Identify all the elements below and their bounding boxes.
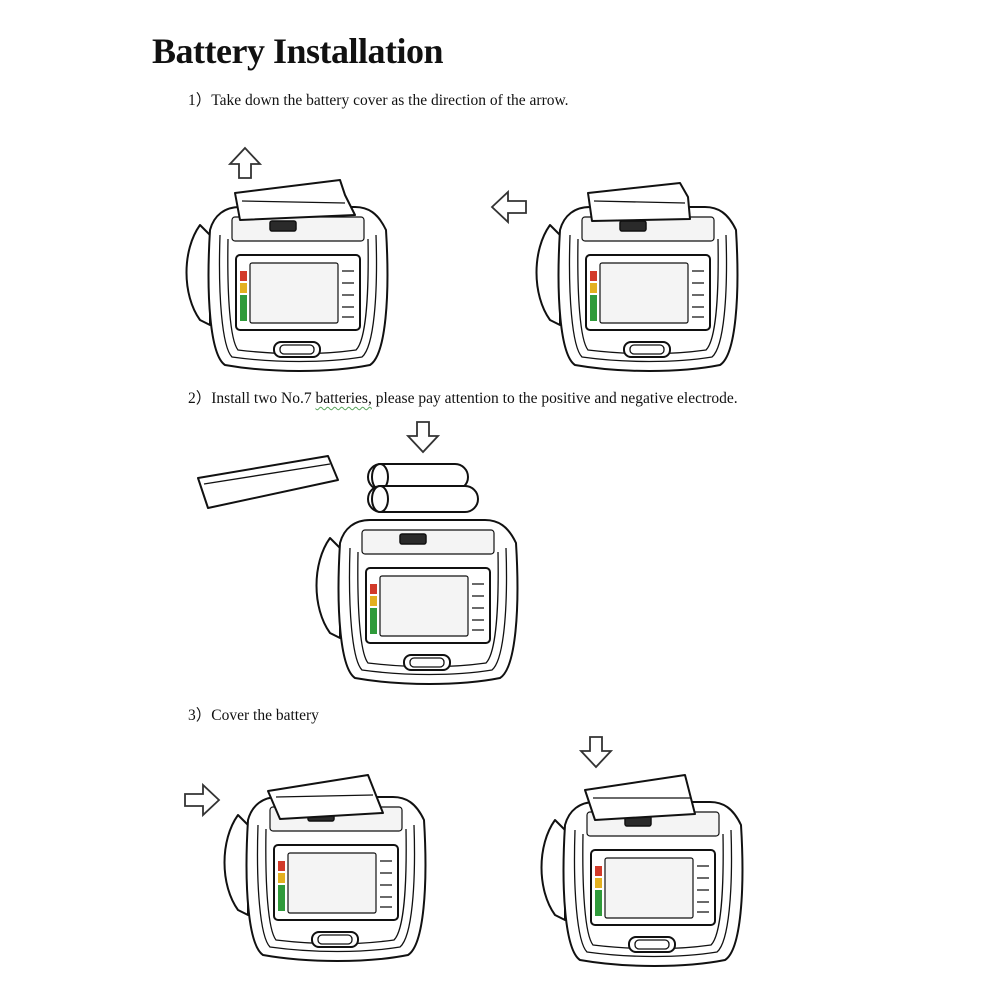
- step-2-text-a: Install two No.7: [211, 390, 316, 407]
- blood-pressure-monitor: [315, 519, 519, 685]
- step-2-text-c: please pay attention to the positive and…: [371, 390, 738, 407]
- step-2-instruction: 2）Install two No.7 batteries, please pay…: [188, 386, 738, 408]
- blood-pressure-monitor: [223, 796, 427, 962]
- figure-remove-cover-left: [491, 182, 739, 372]
- step-1-text: Take down the battery cover as the direc…: [211, 92, 569, 109]
- step-3-number: 3）: [188, 707, 212, 724]
- figure-cover-battery-right: [184, 774, 427, 962]
- step-1-instruction: 1）Take down the battery cover as the dir…: [188, 88, 569, 110]
- arrow-right-icon: [184, 784, 220, 816]
- arrow-down-icon: [580, 736, 612, 768]
- arrow-down-icon: [407, 421, 439, 453]
- step-3-text: Cover the battery: [211, 707, 319, 724]
- step-3-instruction: 3）Cover the battery: [188, 703, 319, 725]
- blood-pressure-monitor: [185, 206, 389, 372]
- step-1-number: 1）: [188, 92, 212, 109]
- blood-pressure-monitor: [540, 801, 744, 967]
- arrow-left-icon: [491, 191, 527, 223]
- battery-pair: [367, 463, 479, 513]
- battery-cover-detached: [197, 455, 339, 509]
- step-2-number: 2）: [188, 390, 212, 407]
- battery-cover: [234, 179, 356, 221]
- figure-cover-battery-down: [540, 736, 744, 967]
- figure-install-batteries: [197, 421, 519, 685]
- arrow-up-icon: [229, 147, 261, 179]
- figure-remove-cover-up: [185, 147, 389, 372]
- step-2-text-b: batteries,: [315, 390, 372, 407]
- battery-cover: [267, 774, 384, 820]
- blood-pressure-monitor: [535, 206, 739, 372]
- page-title: Battery Installation: [152, 31, 444, 71]
